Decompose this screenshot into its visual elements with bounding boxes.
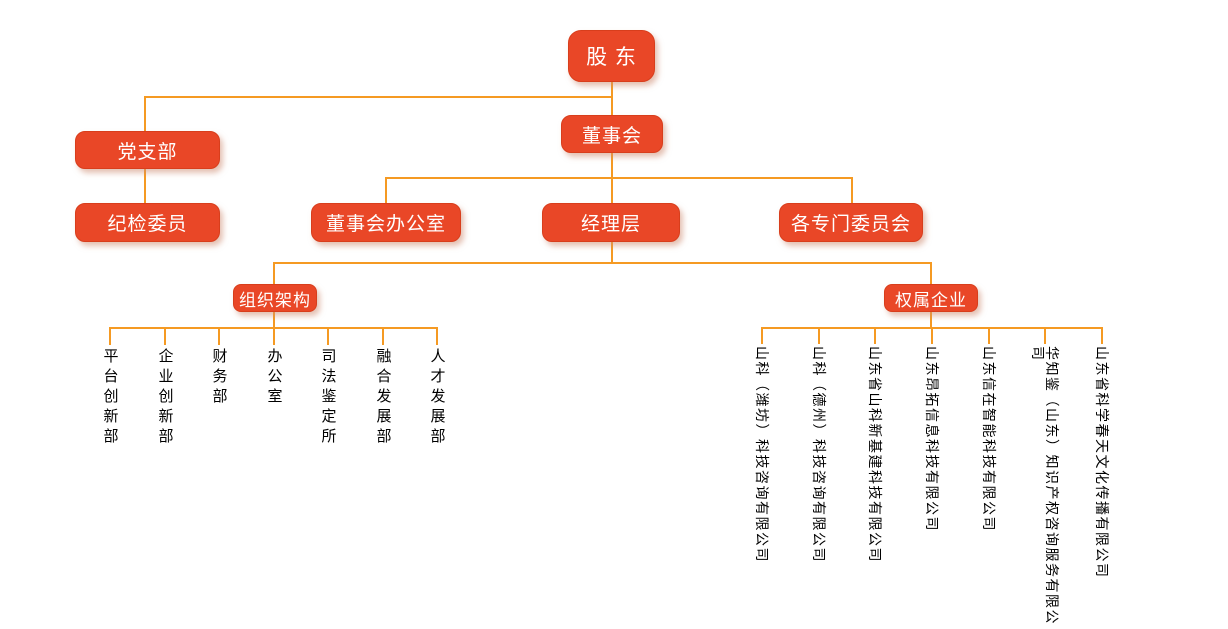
- department-label: 财务部: [210, 348, 228, 408]
- connector-line: [851, 177, 853, 203]
- node-party-branch: 党支部: [75, 131, 220, 169]
- connector-line: [874, 327, 876, 344]
- node-special-committees: 各专门委员会: [779, 203, 923, 242]
- connector-line: [109, 327, 111, 345]
- node-org-structure: 组织架构: [233, 284, 317, 312]
- department-label: 司法鉴定所: [319, 348, 337, 448]
- node-management: 经理层: [542, 203, 680, 242]
- connector-line: [1044, 327, 1046, 344]
- department-label: 企业创新部: [156, 348, 174, 448]
- connector-line: [1101, 327, 1103, 344]
- department-label: 平台创新部: [101, 348, 119, 448]
- company-label: 山东省科学春天文化传播有限公司: [1094, 346, 1110, 579]
- connector-line: [931, 327, 933, 344]
- connector-line: [273, 262, 275, 284]
- connector-line: [611, 82, 613, 115]
- connector-line: [818, 327, 820, 344]
- connector-line: [382, 327, 384, 345]
- connector-line: [145, 96, 613, 98]
- node-discipline-committee: 纪检委员: [75, 203, 220, 242]
- company-label: 山东昂拓信息科技有限公司: [924, 346, 940, 532]
- department-label: 人才发展部: [428, 348, 446, 448]
- connector-line: [611, 242, 613, 263]
- connector-line: [930, 262, 932, 284]
- connector-line: [144, 169, 146, 203]
- company-label: 山科（潍坊）科技咨询有限公司: [754, 346, 770, 563]
- connector-line: [930, 312, 932, 328]
- connector-line: [218, 327, 220, 345]
- connector-line: [273, 312, 275, 328]
- company-label: 山科（德州）科技咨询有限公司: [811, 346, 827, 563]
- node-shareholders: 股 东: [568, 30, 655, 82]
- node-board: 董事会: [561, 115, 663, 153]
- department-label: 融合发展部: [374, 348, 392, 448]
- connector-line: [164, 327, 166, 345]
- connector-line: [436, 327, 438, 345]
- company-label: 华知鉴（山东）知识产权咨询服务有限公司: [1030, 346, 1060, 625]
- department-label: 办公室: [265, 348, 283, 408]
- connector-line: [385, 177, 387, 203]
- connector-line: [386, 177, 853, 179]
- node-board-office: 董事会办公室: [311, 203, 461, 242]
- connector-line: [144, 96, 146, 131]
- node-subsidiaries: 权属企业: [884, 284, 978, 312]
- connector-line: [988, 327, 990, 344]
- company-label: 山东省山科新基建科技有限公司: [867, 346, 883, 563]
- connector-line: [273, 327, 275, 345]
- connector-line: [274, 262, 932, 264]
- company-label: 山东信在智能科技有限公司: [981, 346, 997, 532]
- connector-line: [327, 327, 329, 345]
- connector-line: [761, 327, 763, 344]
